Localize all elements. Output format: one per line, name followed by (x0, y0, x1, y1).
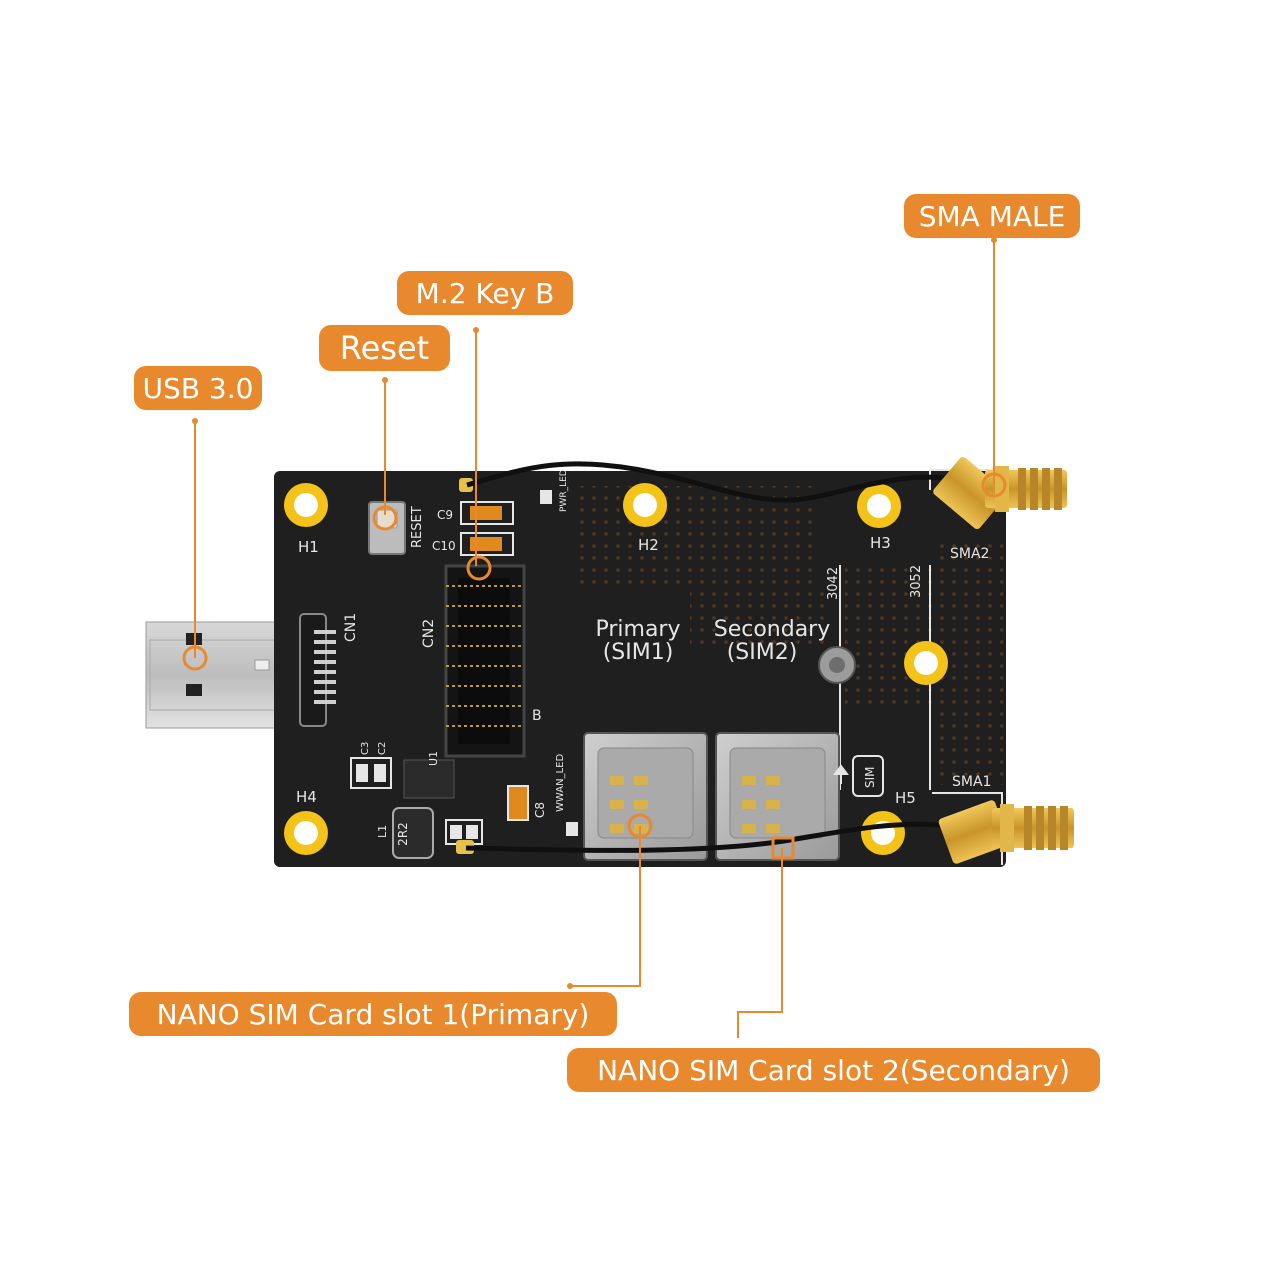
label-wwan-led: WWAN_LED (555, 754, 566, 812)
callout-sim-slot-1: NANO SIM Card slot 1(Primary) (129, 992, 617, 1036)
antenna-cable-top (466, 461, 969, 503)
mounting-hole-center (904, 641, 948, 685)
label-3052: 3052 (909, 565, 924, 598)
m2-key-b-slot (444, 564, 526, 758)
sim-slot-1 (583, 732, 708, 861)
mounting-hole-h3 (857, 484, 901, 528)
callout-leaders (194, 240, 995, 1038)
label-sma1: SMA1 (952, 774, 991, 790)
callout-m2-key-b: M.2 Key B (397, 271, 573, 315)
label-c3: C3 (360, 742, 371, 755)
label-cn1: CN1 (343, 613, 359, 642)
antenna-cable-bottom (465, 821, 951, 853)
callout-reset-text: Reset (339, 329, 430, 367)
ic-u1 (403, 759, 455, 799)
capacitor-c10 (460, 532, 514, 556)
label-h3: H3 (870, 534, 891, 552)
label-inductor: 2R2 (396, 822, 410, 846)
label-sim2: (SIM2) (727, 640, 798, 665)
label-c10: C10 (432, 539, 456, 553)
callout-sim-slot-1-text: NANO SIM Card slot 1(Primary) (156, 997, 590, 1031)
standoff-screw (818, 646, 856, 684)
sim-orientation-marker (833, 755, 884, 797)
sma1-connector (938, 800, 1074, 864)
label-3042: 3042 (826, 567, 841, 600)
callout-reset: Reset (319, 325, 450, 371)
callout-markers (182, 472, 1007, 860)
label-reset-silk: RESET (410, 506, 425, 548)
label-primary: Primary (595, 617, 680, 642)
label-h2: H2 (638, 536, 659, 554)
label-key-b: B (532, 708, 542, 724)
callout-m2-key-b-text: M.2 Key B (415, 276, 555, 310)
label-c8: C8 (533, 802, 547, 818)
label-l1: L1 (376, 825, 389, 838)
sma2-connector (933, 456, 1067, 530)
label-secondary: Secondary (714, 617, 831, 642)
pwr-led (540, 490, 552, 504)
callout-sma-male: SMA MALE (904, 194, 1080, 238)
callout-usb-3-0: USB 3.0 (134, 366, 262, 410)
wwan-led (566, 822, 578, 836)
callout-dots (192, 237, 997, 989)
usb-connector-pins (299, 613, 336, 727)
mounting-hole-h2 (623, 483, 667, 527)
label-h5: H5 (895, 789, 916, 807)
label-sma2: SMA2 (950, 546, 989, 562)
callout-sma-male-text: SMA MALE (918, 199, 1066, 233)
label-h1: H1 (298, 538, 319, 556)
label-h4: H4 (296, 788, 317, 806)
inductor-l1 (392, 807, 434, 859)
label-cn2: CN2 (421, 619, 437, 648)
callout-usb-3-0-text: USB 3.0 (142, 371, 254, 405)
capacitor-c8 (507, 785, 529, 821)
callout-sim-slot-2: NANO SIM Card slot 2(Secondary) (567, 1048, 1100, 1092)
capacitor-c9 (460, 501, 514, 525)
label-c2: C2 (377, 742, 388, 755)
mounting-hole-h4 (284, 811, 328, 855)
label-u1: U1 (427, 751, 440, 766)
callout-sim-slot-2-text: NANO SIM Card slot 2(Secondary) (597, 1053, 1070, 1087)
capacitor-c2-c3 (350, 757, 392, 789)
mounting-hole-h1 (284, 483, 328, 527)
label-c9: C9 (437, 508, 453, 522)
label-sim-box: SIM (863, 766, 877, 788)
label-sim1: (SIM1) (603, 640, 674, 665)
label-pwr-led: PWR_LED (559, 469, 569, 512)
mounting-hole-h5 (861, 811, 905, 855)
